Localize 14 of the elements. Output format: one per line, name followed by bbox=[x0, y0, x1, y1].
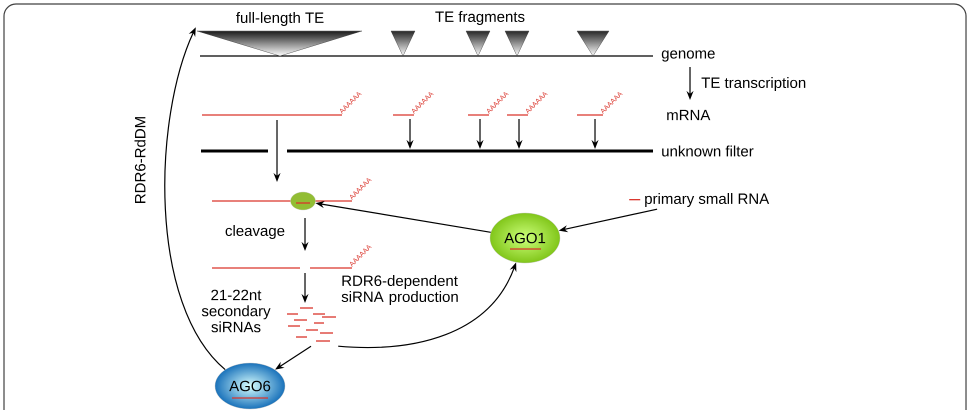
track-label: mRNA bbox=[667, 110, 710, 120]
full-length-te: full-length TE bbox=[196, 12, 362, 56]
sirna-cluster bbox=[287, 307, 336, 342]
edge-label: RDR6-RdDM bbox=[134, 114, 146, 206]
track-label: genome bbox=[662, 50, 715, 62]
node-label: full-length TE bbox=[236, 12, 324, 26]
step-label: RDR6-dependent siRNA production bbox=[342, 275, 458, 305]
cluster-label: TE fragments bbox=[435, 11, 524, 25]
track-label: unknown filter bbox=[662, 146, 754, 156]
sirna-caption: 21-22nt secondary siRNAs bbox=[202, 290, 271, 332]
small-rna-label: primary small RNA bbox=[629, 193, 770, 207]
step-label: TE transcription bbox=[702, 77, 806, 91]
cleavage-complex bbox=[290, 192, 316, 210]
step-label: cleavage bbox=[226, 225, 284, 239]
